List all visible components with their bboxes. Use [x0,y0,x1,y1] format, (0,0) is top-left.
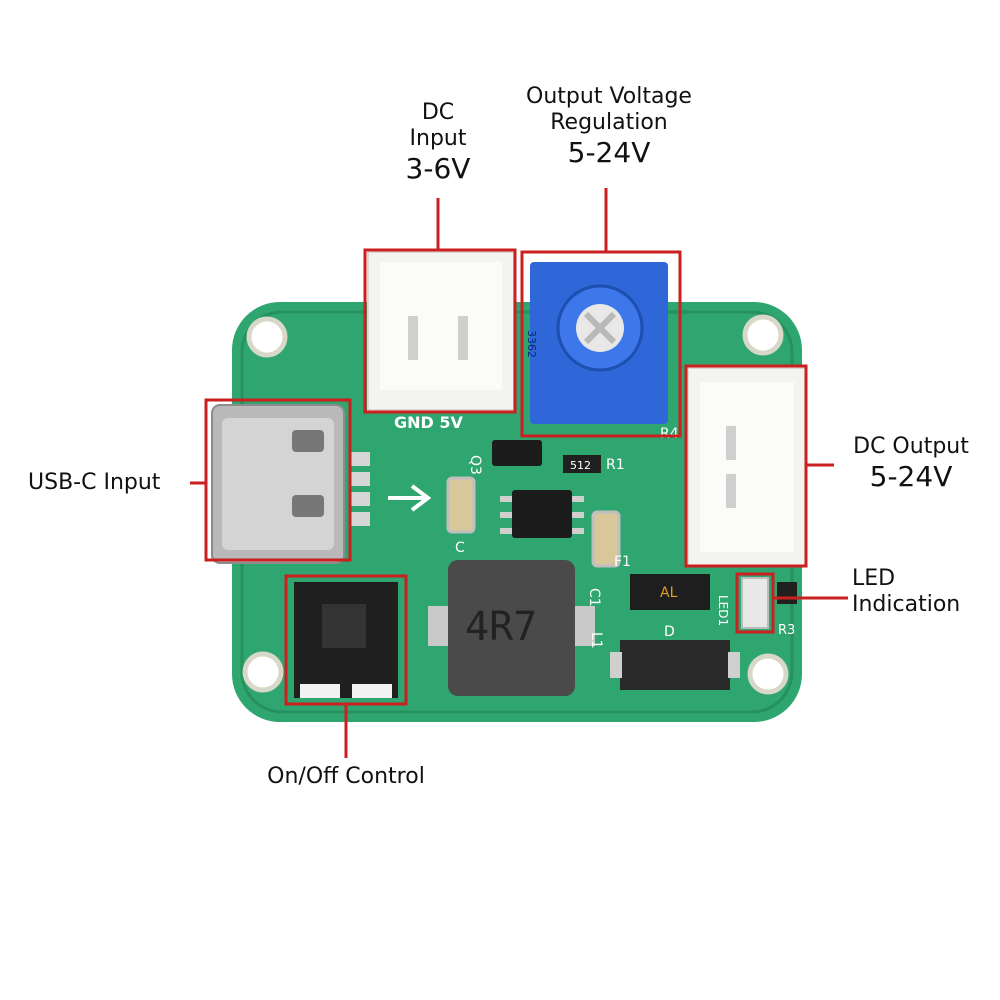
potentiometer-code: 3362 [525,330,538,358]
dc-input-box [363,248,517,414]
regulation-line2: Regulation [550,109,668,135]
c1-silk: C1 [586,588,602,607]
dc-input-line2: Input [409,125,467,151]
r4-silk: R4 [660,426,679,442]
r3-silk: R3 [778,623,795,638]
callout-markers [190,188,848,758]
led-label: LED Indication [852,566,982,618]
dc-output-connector [687,367,807,567]
dc-input-connector: GND 5V [367,251,515,432]
onoff-jumper [294,582,398,698]
led-box [735,572,775,634]
silk-arrow [388,484,432,512]
usb-c-label: USB-C Input [28,470,161,495]
mount-hole-tl [246,316,288,358]
transistor-q3: Q3 [467,440,542,475]
usb-c-connector [211,404,370,564]
onoff-label: On/Off Control [267,764,425,789]
dc-input-value: 3-6V [405,151,471,185]
resistor-512: 512 R1 R4 [563,426,679,473]
f1-silk: F1 [614,554,631,570]
led-line2: Indication [852,591,961,617]
regulation-line1: Output Voltage [526,84,692,109]
capacitor-c1: C1 [586,510,621,607]
inductor: 4R7 L1 [428,560,604,696]
inductor-code: 4R7 [465,604,537,650]
diode-d: D [610,624,740,690]
usb-c-box [204,398,352,562]
dc-output-title: DC Output [853,434,969,459]
regulation-box [520,250,682,438]
c-silk: C [455,540,465,556]
l1-silk: L1 [588,632,604,649]
dc-output-label: DC Output 5-24V [836,434,986,493]
dc-input-line1: DC [421,100,455,125]
gnd-5v-silk: GND 5V [394,413,464,432]
diode-code: AL [660,585,678,601]
dc-output-value: 5-24V [869,459,953,493]
ic-chip [500,490,584,538]
regulation-value: 5-24V [567,135,651,169]
led-line1: LED [852,566,896,591]
regulation-label: Output Voltage Regulation 5-24V [500,84,718,169]
capacitor-c: C [446,476,476,556]
r1-silk: R1 [606,457,625,473]
q3-silk: Q3 [467,455,483,475]
potentiometer: 3362 [525,262,668,424]
d-silk: D [664,624,675,640]
mount-hole-br [747,653,789,695]
resistor-code: 512 [570,459,591,472]
led1-silk: LED1 [716,595,730,626]
mount-hole-tr [742,314,784,356]
mount-hole-bl [242,651,284,693]
fuse-f1: AL F1 [614,554,710,610]
dc-input-label: DC Input 3-6V [378,100,498,185]
